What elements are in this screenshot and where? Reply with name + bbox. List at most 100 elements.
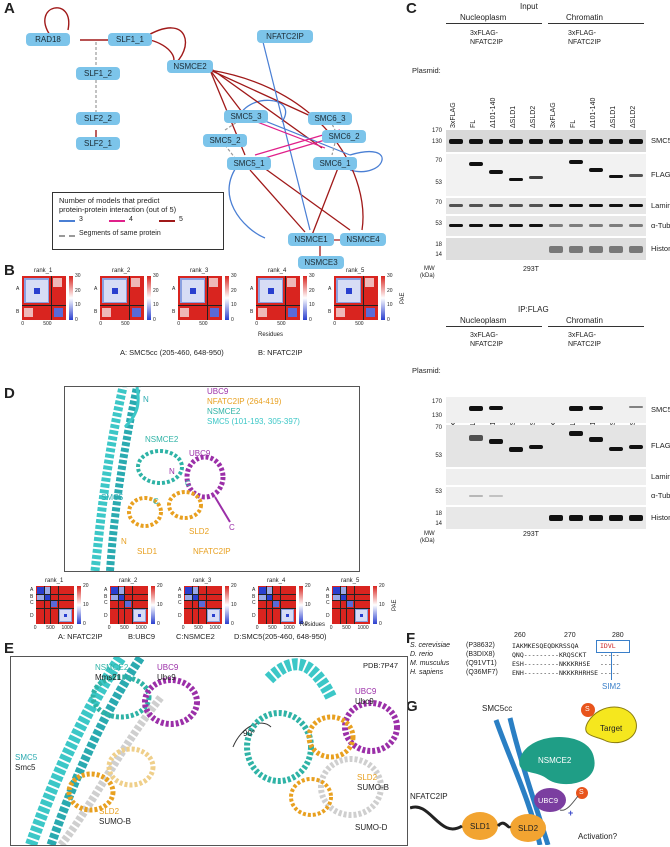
mw-marker: 18 xyxy=(435,242,442,248)
blot-band xyxy=(569,224,583,227)
pae-x-tick: 0 xyxy=(21,321,24,327)
panel-label-g: G xyxy=(406,698,418,715)
alignment-accession: (P38632) xyxy=(466,642,495,649)
pae-divider xyxy=(256,305,300,307)
pae-y-label: C xyxy=(30,600,34,607)
blot-band xyxy=(589,406,603,410)
pae-colorbar xyxy=(303,276,307,320)
alignment-motif: IDVL xyxy=(600,642,616,650)
pae-divider xyxy=(207,276,209,320)
pae-y-label: D xyxy=(104,612,108,619)
pae-y-label: B xyxy=(94,309,98,316)
label-e-smc5: SMC5 xyxy=(15,753,38,762)
pae-x-tick: 1000 xyxy=(357,625,369,631)
label-sld2: SLD2 xyxy=(189,527,210,536)
pae-colorbar-tick: 30 xyxy=(231,273,237,279)
pae-colorbar-tick: 0 xyxy=(157,621,160,627)
plasmid-label-bottom: Plasmid: xyxy=(412,366,441,375)
blot-row-label: Lamin B1 xyxy=(651,201,670,210)
nucleoplasm-top: Nucleoplasm xyxy=(460,13,507,22)
blot-row-label: α-Tubulin xyxy=(651,221,670,230)
alignment-species: S. cerevisiae xyxy=(410,642,451,649)
pae-y-label: C xyxy=(326,600,330,607)
pae-block xyxy=(51,601,58,608)
pae-y-label: A xyxy=(328,286,332,293)
pae-block xyxy=(184,595,193,600)
pae-x-tick: 1000 xyxy=(135,625,147,631)
mw-marker: 14 xyxy=(435,521,442,527)
pae-rank-label: rank_4 xyxy=(267,578,286,584)
pae-colorbar xyxy=(225,586,229,624)
pae-colorbar xyxy=(373,586,377,624)
pae-colorbar-tick: 0 xyxy=(305,621,308,627)
label-e-rotation: 90° xyxy=(243,729,256,738)
caption-b-b: B: NFATC2IP xyxy=(258,348,303,357)
mw-marker: 170 xyxy=(431,128,442,134)
pae-x-tick: 0 xyxy=(255,625,259,631)
mw-marker: 14 xyxy=(435,252,442,258)
blot-band xyxy=(589,139,603,144)
pae-divider xyxy=(36,607,74,609)
pae-block xyxy=(332,586,341,595)
label-g-nfatc2ip: NFATC2IP xyxy=(410,792,448,801)
alignment-accession: (B3DIX8) xyxy=(466,651,495,658)
pae-block xyxy=(102,307,111,318)
alignment-species: H. sapiens xyxy=(410,669,444,676)
blot-band xyxy=(629,224,643,227)
pae-colorbar xyxy=(77,586,81,624)
legend-swatch-5 xyxy=(159,220,175,222)
pae-block xyxy=(64,614,68,618)
pae-x-tick: 0 xyxy=(177,321,180,327)
ip-title: IP:FLAG xyxy=(518,305,549,314)
pae-x-tick: 500 xyxy=(268,625,277,631)
pae-block xyxy=(199,601,206,608)
blot-strip xyxy=(446,238,646,260)
pae-colorbar xyxy=(381,276,385,320)
mw-label-bottom: MW xyxy=(424,531,435,537)
label-e-sumob-right: SUMO-B xyxy=(357,783,389,792)
pae-block xyxy=(125,601,132,608)
pae-divider xyxy=(100,305,144,307)
pae-block xyxy=(267,586,272,595)
blot-band xyxy=(489,406,503,410)
pae-y-label: D xyxy=(326,612,330,619)
pae-rank-label: rank_5 xyxy=(346,268,365,274)
nucleoplasm-bottom: Nucleoplasm xyxy=(460,316,507,325)
lane-label: ΔSLD1 xyxy=(610,105,617,128)
caption-d-b: B:UBC9 xyxy=(128,632,156,641)
pae-block xyxy=(119,586,124,595)
blot-band xyxy=(509,224,523,227)
blot-band xyxy=(529,176,543,179)
pae-x-tick: 0 xyxy=(107,625,111,631)
lane-label: Δ101-140 xyxy=(590,97,597,128)
divider xyxy=(446,23,542,24)
pae-colorbar-tick: 10 xyxy=(157,602,163,608)
pae-block xyxy=(193,586,198,595)
input-title: Input xyxy=(520,2,538,11)
pae-divider xyxy=(129,276,131,320)
pae-rank-label: rank_3 xyxy=(193,578,212,584)
caption-d-a: A: NFATC2IP xyxy=(58,632,103,641)
pae-block xyxy=(209,307,220,318)
blot-strip xyxy=(446,487,646,505)
blot-band xyxy=(629,406,643,408)
label-e-sumod: SUMO-D xyxy=(355,823,388,832)
pae-block xyxy=(336,307,345,318)
divider xyxy=(446,326,542,327)
pae-axis-label: PAE xyxy=(392,599,398,611)
pae-y-label: A xyxy=(172,286,176,293)
blot-band xyxy=(629,204,643,207)
legend-value-4: 4 xyxy=(129,216,133,223)
construct-top-c: 3xFLAG- xyxy=(568,30,597,37)
pae-colorbar-tick: 0 xyxy=(75,317,78,323)
alignment-sequence: QNQ---------KRQSCKT xyxy=(512,651,587,659)
node-smc6-2: SMC6_2 xyxy=(322,130,366,143)
pae-colorbar-tick: 30 xyxy=(309,273,315,279)
label-e-ubc9y-right: Ubc9 xyxy=(355,697,374,706)
pae-block xyxy=(36,586,45,595)
mw-marker: 53 xyxy=(435,453,442,459)
pae-colorbar-tick: 30 xyxy=(387,273,393,279)
pae-y-label: B xyxy=(16,309,20,316)
